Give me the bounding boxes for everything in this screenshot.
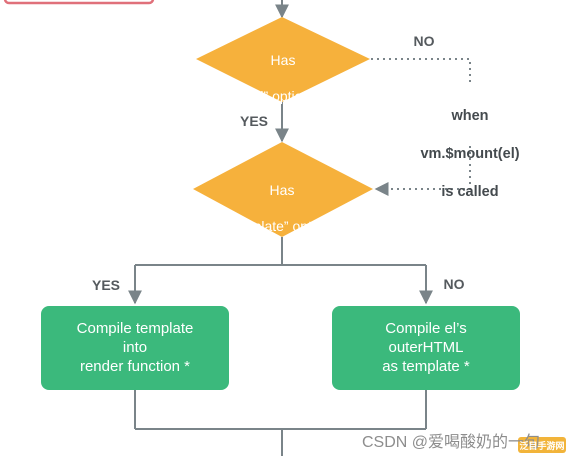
- decision-has-el: Has “el” option?: [206, 33, 360, 123]
- edge-label-no-top: NO: [413, 33, 435, 49]
- watermark-text: CSDN @爱喝酸奶的一句: [362, 434, 541, 451]
- box-compile-template: [41, 306, 229, 390]
- box-compile-el: [332, 306, 520, 390]
- edge-label-yes-mid: YES: [239, 113, 268, 129]
- decision-has-template: Has “template” option?: [196, 163, 368, 253]
- decision-has-el-line1: Has: [270, 52, 296, 68]
- connector-no-dotted-top: [371, 58, 471, 86]
- mount-note-line3: is called: [441, 184, 499, 200]
- mount-note-line2: vm.$mount(el): [420, 146, 520, 162]
- top-box-partial: [3, 0, 155, 5]
- decision-has-el-line2: “el” option?: [247, 88, 319, 104]
- compile-el-text: Compile el’s outerHTML as template *: [382, 320, 470, 375]
- watermark-badge: 泛目手游网: [519, 441, 565, 451]
- decision-has-template-line1: Has: [269, 182, 295, 198]
- mount-note: when vm.$mount(el) is called: [398, 88, 542, 221]
- decision-has-template-line2: “template” option?: [225, 218, 339, 234]
- edge-label-yes-left: YES: [91, 277, 120, 293]
- compile-template-text: Compile template into render function *: [76, 320, 194, 375]
- mount-note-line1: when: [451, 108, 489, 124]
- watermark-badge-bg: [518, 437, 566, 453]
- edge-label-no-right: NO: [443, 276, 465, 292]
- decision-has-template-diamond: [193, 142, 373, 237]
- decision-has-el-diamond: [196, 17, 370, 102]
- connector-no-dotted-bottom: [374, 146, 471, 196]
